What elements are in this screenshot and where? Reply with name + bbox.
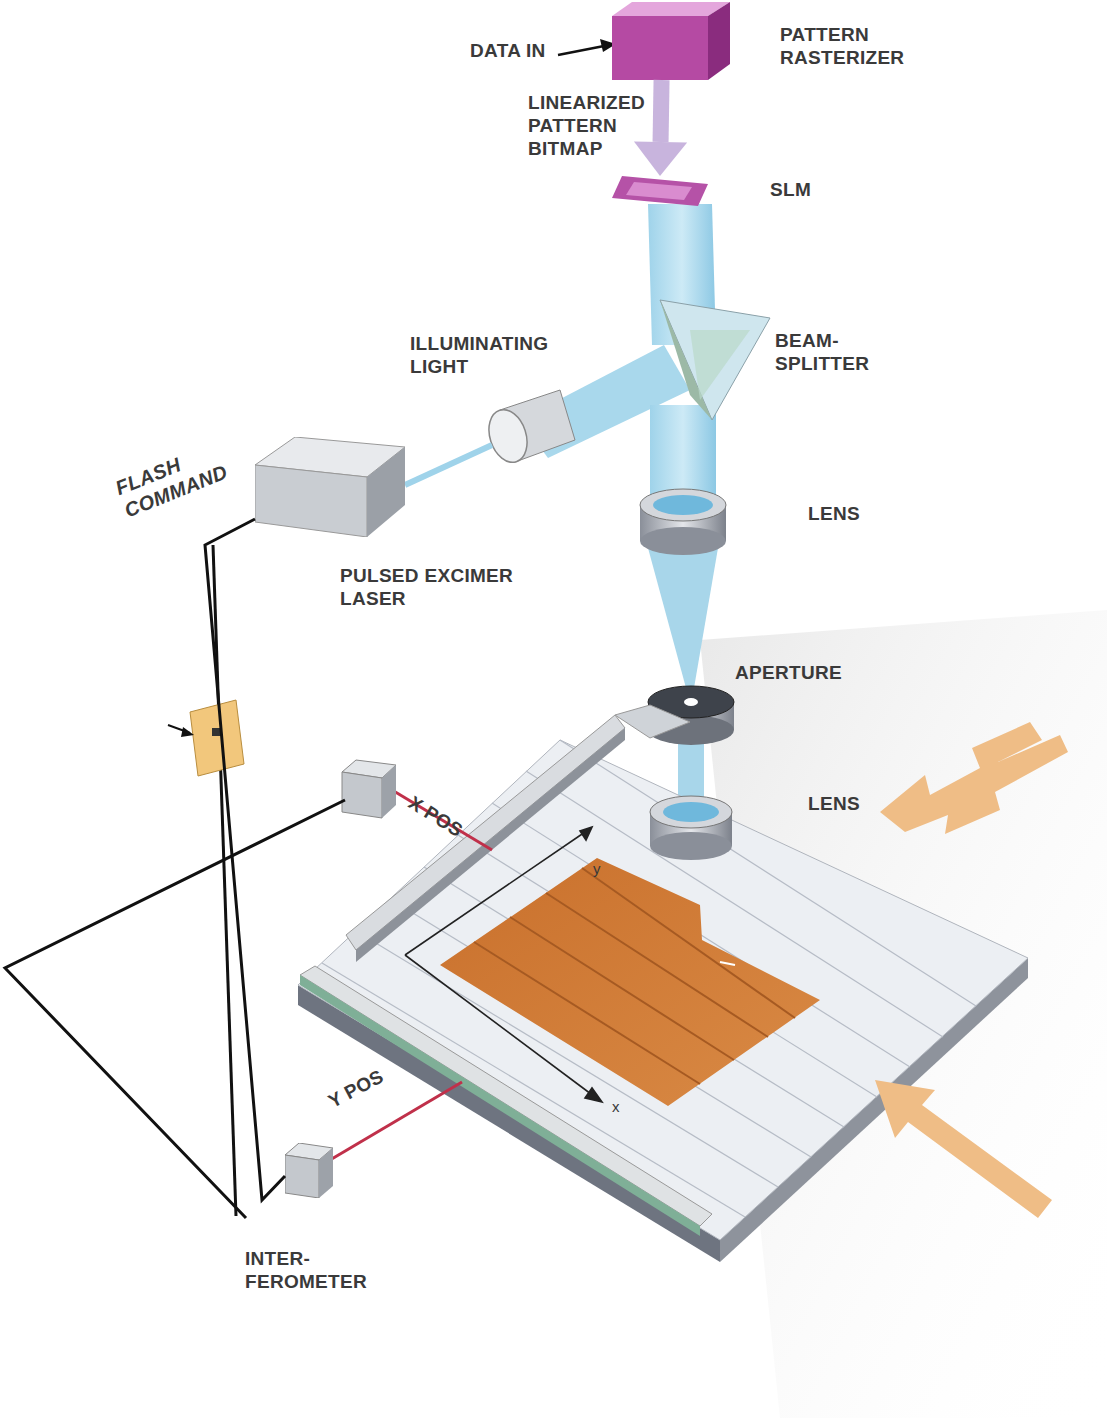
illumination-optics xyxy=(405,445,492,485)
axis-arrow xyxy=(405,830,588,955)
axis-arrow xyxy=(405,827,602,1102)
interferometer-cube xyxy=(342,772,382,818)
rasterizer-box-face xyxy=(708,2,730,80)
substrate xyxy=(440,858,820,1106)
lens xyxy=(650,832,732,860)
laser-box: PULSED EXCIMER LASER xyxy=(255,437,405,537)
lens-arm xyxy=(615,705,690,738)
part-label: BEAM- SPLITTER xyxy=(775,330,905,376)
logic-box xyxy=(168,700,244,776)
part-label: LENS xyxy=(808,503,888,526)
component-label: PATTERN RASTERIZER xyxy=(780,24,960,70)
motion-arrow xyxy=(875,1080,1052,1218)
connector xyxy=(205,519,285,1200)
signal-label: Y POS xyxy=(325,1051,415,1113)
laser-box-shape xyxy=(255,437,405,537)
beam-splitter xyxy=(690,330,750,400)
illumination-optics xyxy=(483,405,534,467)
rasterizer-box-face xyxy=(612,16,708,80)
axis-label: y xyxy=(593,860,613,878)
slm-chip-shape xyxy=(612,176,708,206)
stage-plate xyxy=(322,740,976,1217)
substrate xyxy=(440,858,820,1106)
part-label: LENS xyxy=(808,793,888,816)
component-label: INTER- FEROMETER xyxy=(245,1248,385,1294)
logic-box xyxy=(190,700,244,776)
lens xyxy=(640,489,726,555)
axis-label: x xyxy=(612,1098,632,1116)
connector-line xyxy=(205,519,285,1200)
substrate xyxy=(510,917,734,1060)
substrate xyxy=(720,962,735,965)
input-label: DATA IN xyxy=(470,40,600,63)
axis-arrow xyxy=(580,827,592,840)
beam-splitter xyxy=(660,300,770,420)
interferometer-cube-face xyxy=(319,1148,333,1198)
connector-line xyxy=(661,80,662,142)
interferometer-cube xyxy=(342,760,396,818)
lens xyxy=(663,802,719,822)
slm-chip-face xyxy=(612,176,708,206)
signal-wire xyxy=(5,800,345,1218)
illumination-optics xyxy=(405,390,575,485)
interferometer-cube-face xyxy=(285,1155,319,1198)
slm-chip-face xyxy=(626,182,692,200)
interferometer-cube: INTER- FEROMETER xyxy=(285,1143,333,1198)
aperture xyxy=(684,698,698,706)
signal-wire xyxy=(213,545,236,1216)
lens xyxy=(640,527,726,555)
arrow-head xyxy=(634,142,687,176)
lens xyxy=(653,495,713,515)
component-label: PULSED EXCIMER LASER xyxy=(340,565,550,611)
slm-chip: SLM xyxy=(612,176,708,206)
interferometer-cube-shape xyxy=(285,1143,333,1198)
substrate xyxy=(546,893,768,1037)
data-arrow xyxy=(558,39,616,55)
part-label: APERTURE xyxy=(735,662,875,685)
data-arrow xyxy=(558,46,604,55)
part-label: ILLUMINATING LIGHT xyxy=(410,333,590,379)
axis-arrow xyxy=(585,1088,602,1102)
rasterizer-box: PATTERN RASTERIZER xyxy=(612,2,730,80)
substrate xyxy=(474,868,795,1084)
substrate xyxy=(474,942,700,1084)
interferometer-cube xyxy=(382,765,396,818)
axis-arrow xyxy=(405,955,595,1097)
light-beam xyxy=(678,735,704,805)
laser-box-face xyxy=(255,465,367,537)
lens xyxy=(650,796,732,828)
lens xyxy=(640,489,726,521)
component-label: SLM xyxy=(770,179,850,202)
laser-box-face xyxy=(367,447,405,537)
lens xyxy=(650,796,732,860)
light-beam xyxy=(648,548,718,688)
beam-splitter xyxy=(660,300,770,420)
connector-label: LINEARIZED PATTERN BITMAP xyxy=(528,92,658,160)
connector-label: FLASH COMMAND xyxy=(112,422,269,523)
substrate xyxy=(582,868,795,1018)
motion-arrow xyxy=(880,722,1068,834)
rasterizer-box-shape xyxy=(612,2,730,80)
logic-box xyxy=(181,727,194,737)
